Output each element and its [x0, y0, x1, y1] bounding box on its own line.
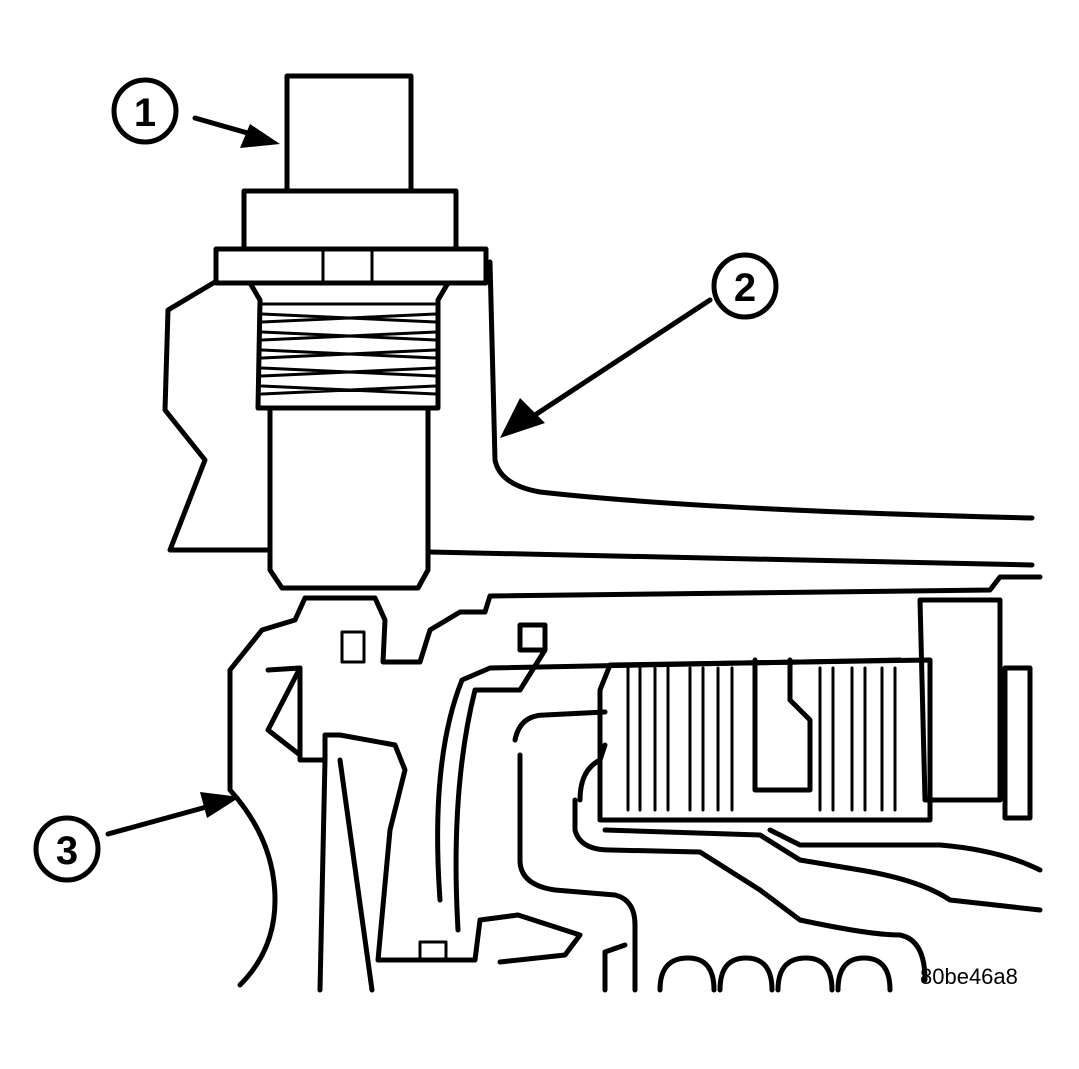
- callout-3: 3: [33, 792, 240, 883]
- callout-3-leader: [105, 803, 213, 837]
- shaft-inner-contour: [602, 827, 1043, 913]
- shaft-outer-contour: [512, 709, 638, 993]
- sensor-tip: [267, 405, 431, 591]
- callout-1-number: 1: [134, 91, 156, 135]
- case-outer-wall: [227, 574, 1043, 988]
- bearing-row: [657, 955, 893, 993]
- callout-2-arrowhead: [500, 398, 545, 438]
- figure-code: 80be46a8: [920, 964, 1018, 989]
- lower-wall-stub: [602, 942, 628, 993]
- snap-ring: [317, 757, 375, 993]
- callout-3-circle: [33, 815, 101, 883]
- sensor: [213, 73, 489, 591]
- sensor-connector: [284, 73, 414, 194]
- case-inner-wall: [265, 665, 583, 965]
- clutch-housing: [597, 657, 933, 823]
- sensor-hex-nut: [213, 246, 489, 286]
- callout-1: 1: [111, 77, 280, 148]
- sensor-body: [241, 188, 459, 252]
- case-channel-left: [435, 657, 903, 903]
- shaft-middle-contour: [572, 742, 928, 983]
- case-pin: [340, 630, 366, 664]
- callout-3-number: 3: [56, 829, 78, 873]
- clutch-pack: [597, 597, 1033, 823]
- case-channel-right: [453, 622, 548, 933]
- callout-3-arrowhead: [200, 792, 240, 818]
- callout-1-arrowhead: [240, 124, 280, 148]
- transmission-case: [227, 574, 1043, 993]
- clutch-hub: [1002, 665, 1033, 821]
- callout-1-circle: [111, 77, 179, 145]
- sensor-threads: [260, 312, 438, 396]
- callout-2-leader: [532, 297, 713, 418]
- callout-2: 2: [500, 252, 779, 438]
- clutch-plates: [626, 666, 897, 812]
- clutch-piston: [752, 657, 813, 793]
- lower-shaft-area: [512, 709, 1043, 993]
- callout-2-circle: [711, 252, 779, 320]
- sensor-bore: [265, 665, 303, 758]
- clutch-retainer: [917, 597, 1003, 803]
- upper-housing-outline: [162, 259, 1035, 568]
- case-tab: [418, 940, 448, 962]
- callout-2-number: 2: [734, 266, 756, 310]
